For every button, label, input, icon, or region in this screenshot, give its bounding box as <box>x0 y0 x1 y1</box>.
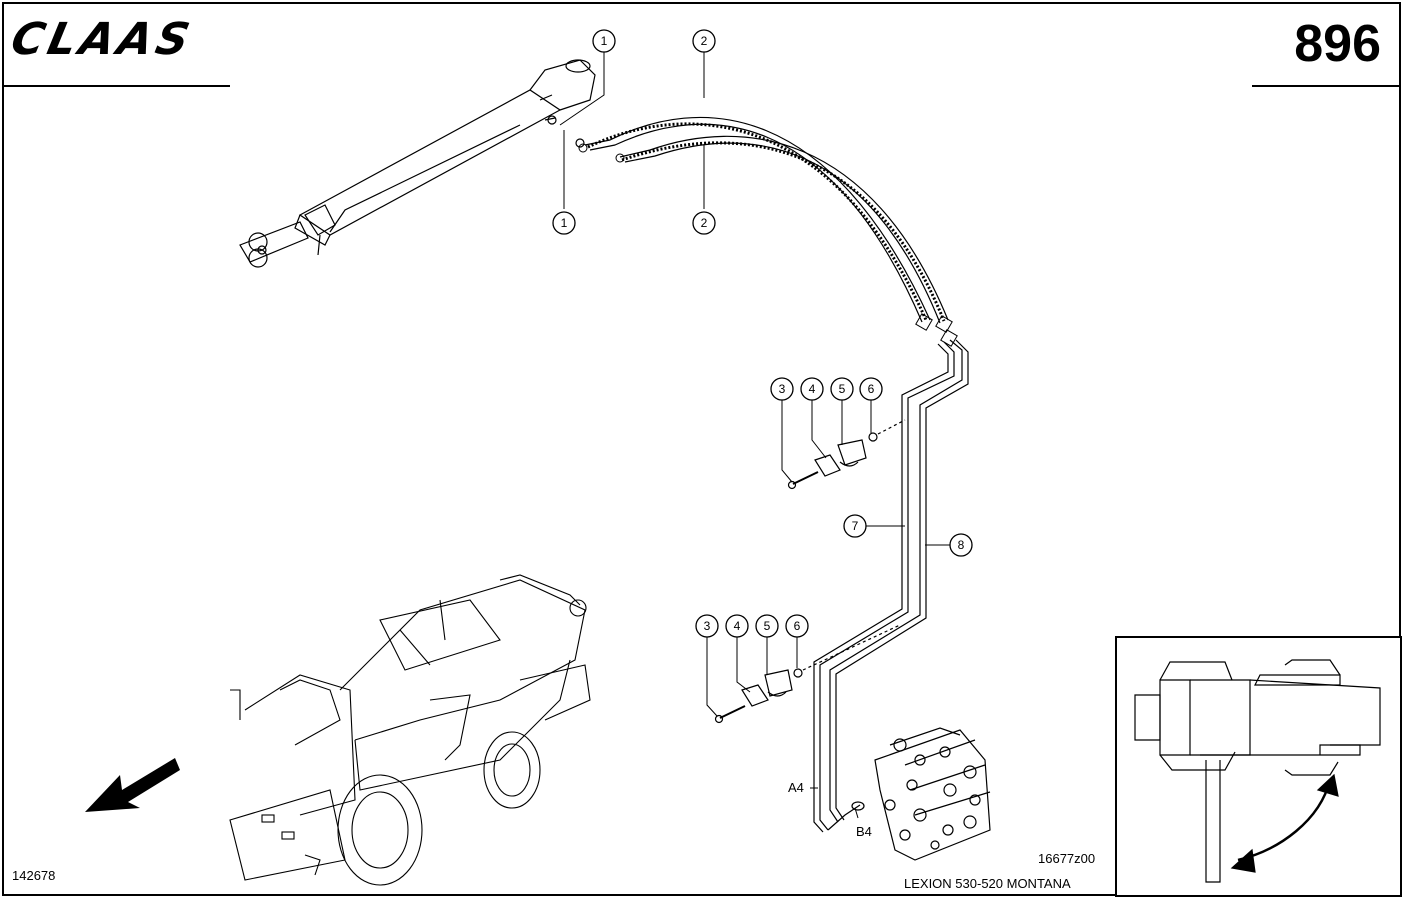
svg-text:3: 3 <box>779 382 786 396</box>
svg-text:6: 6 <box>794 619 801 633</box>
callout-5-upper: 5 <box>830 377 854 401</box>
callout-1-top: 1 <box>592 29 616 53</box>
callout-5-lower: 5 <box>755 614 779 638</box>
callout-2-top: 2 <box>692 29 716 53</box>
svg-text:1: 1 <box>561 216 568 230</box>
callout-3-lower: 3 <box>695 614 719 638</box>
diagram-code: 16677z00 <box>1038 851 1096 866</box>
svg-text:7: 7 <box>852 519 859 533</box>
callout-1-bottom: 1 <box>552 211 576 235</box>
callout-7: 7 <box>843 514 867 538</box>
svg-text:5: 5 <box>764 619 771 633</box>
svg-text:4: 4 <box>734 619 741 633</box>
callout-6-lower: 6 <box>785 614 809 638</box>
callout-4-lower: 4 <box>725 614 749 638</box>
port-label-b4: B4 <box>856 824 872 839</box>
svg-text:8: 8 <box>958 538 965 552</box>
svg-text:2: 2 <box>701 34 708 48</box>
lower-clamp-assembly <box>714 624 901 724</box>
page-number: 896 <box>1294 15 1381 73</box>
svg-text:5: 5 <box>839 382 846 396</box>
svg-text:4: 4 <box>809 382 816 396</box>
svg-text:6: 6 <box>868 382 875 396</box>
callout-6-upper: 6 <box>859 377 883 401</box>
svg-text:3: 3 <box>704 619 711 633</box>
upper-clamp-assembly <box>787 419 906 490</box>
header-rule-right <box>1252 85 1401 87</box>
callout-3-upper: 3 <box>770 377 794 401</box>
model-name: LEXION 530-520 MONTANA <box>904 876 1071 891</box>
direction-arrow-icon <box>85 758 180 812</box>
leader-lines <box>559 50 950 819</box>
port-label-a4: A4 <box>788 780 804 795</box>
control-valve-block <box>851 727 991 861</box>
inset-view <box>1115 636 1402 897</box>
combine-harvester-illustration <box>229 574 591 886</box>
steel-pipes <box>813 339 969 833</box>
callout-8: 8 <box>949 533 973 557</box>
callout-2-bottom: 2 <box>692 211 716 235</box>
hose-pair <box>578 116 958 347</box>
callout-4-upper: 4 <box>800 377 824 401</box>
hydraulic-cylinder <box>239 59 596 268</box>
header-rule-left <box>2 85 230 87</box>
svg-text:1: 1 <box>601 34 608 48</box>
svg-text:2: 2 <box>701 216 708 230</box>
drawing-id: 142678 <box>12 868 56 883</box>
